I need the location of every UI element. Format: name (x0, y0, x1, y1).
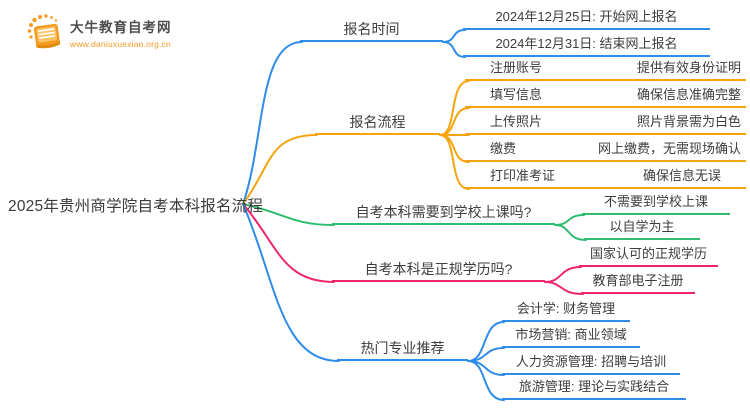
connector-formal-1 (544, 266, 582, 283)
site-logo[interactable]: 大牛教育自考网 www.daniuxuexiao.org.cn (24, 10, 172, 52)
flow-step-note: 确保信息无误 (642, 168, 721, 184)
flow-step-note: 提供有效身份证明 (636, 60, 741, 76)
leaf-major-hr[interactable]: 人力资源管理: 招聘与培训 (502, 351, 680, 375)
leaf-no-attend[interactable]: 不需要到学校上课 (582, 191, 730, 215)
flow-step-label: 填写信息 (490, 87, 543, 103)
leaf-reg-start[interactable]: 2024年12月25日: 开始网上报名 (463, 6, 710, 30)
connector-root-reg-time (242, 41, 303, 205)
leaf-major-tourism[interactable]: 旅游管理: 理论与实践结合 (502, 376, 686, 400)
leaf-major-accounting[interactable]: 会计学: 财务管理 (502, 298, 630, 322)
leaf-moe-registered[interactable]: 教育部电子注册 (581, 270, 695, 294)
connector-time-1 (442, 29, 466, 43)
connector-time-2 (442, 41, 466, 58)
flow-step-fill-info[interactable]: 填写信息 确保信息准确完整 (465, 84, 746, 108)
connector-major-3 (467, 360, 505, 376)
connector-attend-1 (554, 214, 585, 226)
branch-attend-school[interactable]: 自考本科需要到学校上课吗? (332, 201, 555, 225)
branch-popular-majors[interactable]: 热门专业推荐 (337, 337, 468, 361)
root-node[interactable]: 2025年贵州商学院自考本科报名流程 (8, 198, 264, 215)
flow-step-label: 缴费 (490, 141, 517, 157)
connector-root-majors (242, 203, 340, 362)
flow-step-pay[interactable]: 缴费 网上缴费，无需现场确认 (465, 138, 746, 162)
branch-reg-flow[interactable]: 报名流程 (315, 111, 440, 135)
flow-step-label: 打印准考证 (490, 168, 556, 184)
leaf-major-marketing[interactable]: 市场营销: 商业领域 (502, 324, 640, 348)
connector-major-2 (467, 347, 505, 362)
flow-step-label: 注册账号 (490, 60, 543, 76)
flow-step-note: 照片背景需为白色 (636, 114, 741, 130)
flow-step-register[interactable]: 注册账号 提供有效身份证明 (465, 57, 746, 81)
site-url: www.daniuxuexiao.org.cn (70, 39, 171, 49)
connector-formal-2 (544, 281, 584, 295)
flow-step-upload-photo[interactable]: 上传照片 照片背景需为白色 (465, 111, 746, 135)
connector-attend-2 (554, 224, 587, 241)
flow-step-note: 网上缴费，无需现场确认 (597, 141, 741, 157)
book-logo-icon (27, 14, 61, 49)
leaf-state-recognized[interactable]: 国家认可的正规学历 (579, 243, 718, 267)
flow-step-note: 确保信息准确完整 (636, 87, 741, 103)
flow-step-print-ticket[interactable]: 打印准考证 确保信息无误 (465, 165, 746, 189)
connector-major-4 (467, 360, 505, 401)
site-name: 大牛教育自考网 (70, 20, 172, 35)
leaf-self-study[interactable]: 以自学为主 (584, 216, 700, 240)
branch-reg-time[interactable]: 报名时间 (300, 18, 443, 42)
leaf-reg-end[interactable]: 2024年12月31日: 结束网上报名 (463, 33, 710, 57)
branch-formal-degree[interactable]: 自考本科是正规学历吗? (332, 258, 545, 282)
connector-major-1 (467, 321, 505, 362)
flow-step-label: 上传照片 (490, 114, 543, 130)
